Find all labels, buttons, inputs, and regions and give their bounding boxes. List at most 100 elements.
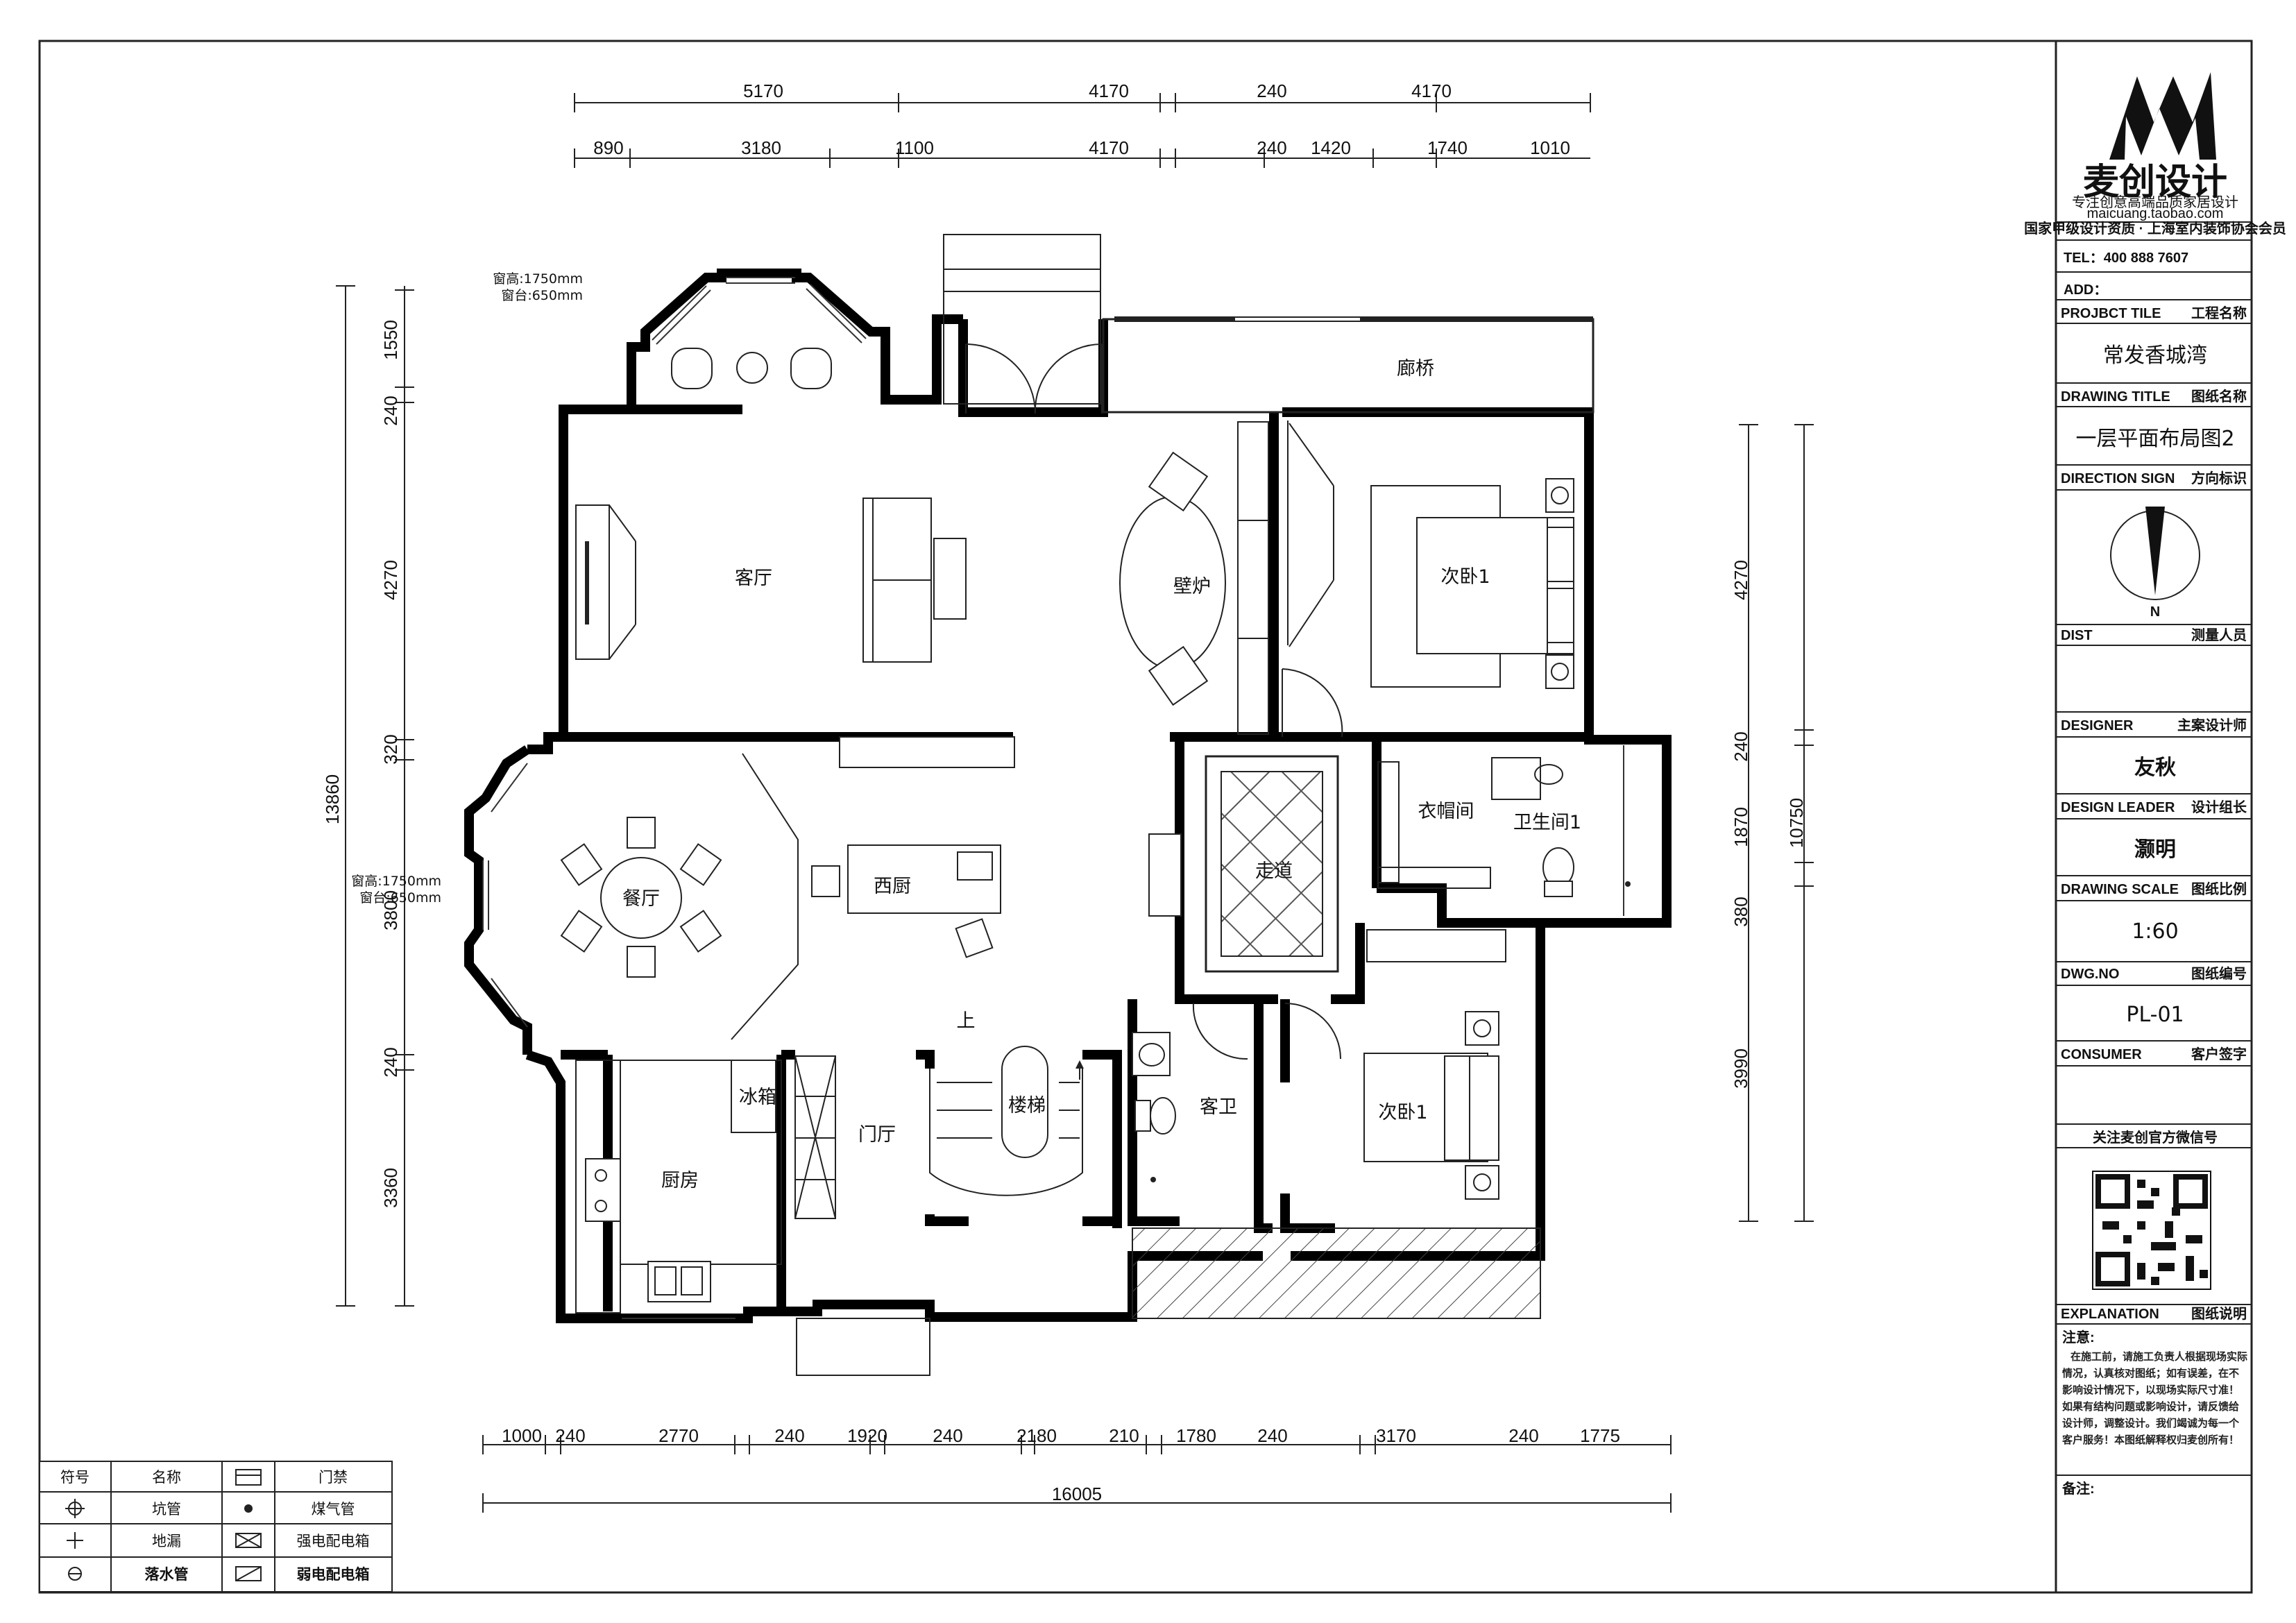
- bedroom1-furniture: [1370, 478, 1574, 689]
- note-window1-sill: 窗台:650mm: [501, 288, 583, 303]
- dim-bottom-total: 16005: [1052, 1484, 1102, 1504]
- qr-code-icon: [2092, 1171, 2211, 1290]
- dim-right-4: 380: [1730, 897, 1751, 926]
- label-fireplace: 壁炉: [1173, 576, 1211, 597]
- dim-top2-2: 3180: [741, 137, 781, 158]
- legend-row1-name2: 煤气管: [312, 1501, 355, 1518]
- dim-bot-12: 240: [1508, 1425, 1538, 1446]
- legend-header-name: 名称: [152, 1469, 181, 1486]
- drawing-title-label: DRAWING TITLE: [2061, 389, 2170, 405]
- dim-left-6: 240: [380, 1047, 401, 1077]
- explanation-label-cn: 图纸说明: [2191, 1305, 2247, 1322]
- dim-left-1: 1550: [380, 320, 401, 360]
- corridor-bridge: [943, 234, 1595, 414]
- symbol-legend: 符号 名称 门禁 坑管 煤气管 地漏 强电配电箱 落水管 弱电配电箱: [39, 1461, 393, 1592]
- leader-value: 灏明: [2134, 838, 2176, 862]
- brand-slogan: 专注创意高端品质家居设计: [2072, 194, 2238, 210]
- designer-label: DESIGNER: [2061, 718, 2134, 733]
- scale-label: DRAWING SCALE: [2061, 882, 2179, 897]
- label-stairs-up: 上: [957, 1010, 976, 1032]
- brand-logo: 麦创设计: [2083, 72, 2227, 203]
- doors: [965, 343, 1343, 1060]
- explanation-label: EXPLANATION: [2061, 1307, 2159, 1322]
- dim-bot-6: 240: [933, 1425, 962, 1446]
- legend-header-symbol: 符号: [60, 1469, 90, 1486]
- dim-left-5: 3800: [380, 890, 401, 931]
- dim-top2-7: 1740: [1427, 137, 1468, 158]
- dim-bot-3: 2770: [658, 1425, 699, 1446]
- kitchen-furniture: [575, 1060, 782, 1314]
- dim-top2-3: 1100: [895, 137, 934, 158]
- label-bedroom2: 次卧1: [1378, 1102, 1427, 1123]
- scale-value: 1:60: [2132, 919, 2178, 944]
- dim-bot-11: 3170: [1376, 1425, 1416, 1446]
- dim-top-2: 4170: [1089, 80, 1129, 101]
- direction-label-cn: 方向标识: [2191, 470, 2247, 486]
- project-label-cn: 工程名称: [2191, 305, 2247, 321]
- dim-bot-4: 240: [774, 1425, 804, 1446]
- brand-site: maicuang.taobao.com: [2087, 206, 2224, 221]
- notes-line-4: 如果有结构问题或影响设计，请反馈给: [2062, 1400, 2239, 1413]
- notes-line-2: 情况，认真核对图纸；如有误差，在不: [2062, 1367, 2239, 1379]
- entry-step: [796, 1318, 930, 1376]
- dist-label-cn: 测量人员: [2191, 627, 2247, 643]
- dim-bot-7: 2180: [1017, 1425, 1057, 1446]
- drawing-title-label-cn: 图纸名称: [2191, 388, 2247, 405]
- north-arrow-icon: N: [2110, 507, 2200, 620]
- dim-left-2: 240: [380, 396, 401, 425]
- legend-row2-name: 地漏: [152, 1533, 181, 1549]
- dim-bot-9: 1780: [1176, 1425, 1216, 1446]
- dim-bot-10: 240: [1257, 1425, 1287, 1446]
- north-label: N: [2150, 604, 2160, 620]
- leader-label-cn: 设计组长: [2191, 799, 2247, 815]
- dim-bot-8: 210: [1109, 1425, 1139, 1446]
- label-corridor-bridge: 廊桥: [1397, 358, 1434, 380]
- project-label: PROJBCT TILE: [2061, 306, 2161, 321]
- note-window1-height: 窗高:1750mm: [493, 271, 583, 287]
- dim-left-total: 13860: [322, 774, 343, 824]
- note-window2-height: 窗高:1750mm: [351, 874, 441, 889]
- wechat-label: 关注麦创官方微信号: [2093, 1129, 2218, 1146]
- label-foyer: 门厅: [858, 1124, 896, 1146]
- notes-line-5: 设计师，调整设计。我们竭诚为每一个: [2062, 1417, 2240, 1429]
- dim-right-1: 4270: [1730, 560, 1751, 600]
- notes-label: 注意:: [2062, 1329, 2095, 1345]
- designer-label-cn: 主案设计师: [2177, 717, 2247, 733]
- label-dining: 餐厅: [622, 888, 660, 910]
- cloakroom-bath-fixtures: [1132, 757, 1631, 1182]
- windows: [482, 277, 1624, 1319]
- title-block: 麦创设计 专注创意高端品质家居设计 maicuang.taobao.com 国家…: [2024, 72, 2286, 1497]
- remarks-label: 备注:: [2061, 1480, 2095, 1497]
- legend-row1-name: 坑管: [152, 1501, 181, 1518]
- dim-right-total: 10750: [1786, 798, 1807, 848]
- dim-bot-13: 1775: [1580, 1425, 1620, 1446]
- dim-left-4: 320: [380, 734, 401, 764]
- dim-top-1: 5170: [743, 80, 783, 101]
- label-living: 客厅: [735, 568, 772, 589]
- foyer-stairs: [794, 1046, 1084, 1219]
- legend-row3-name2: 弱电配电箱: [297, 1566, 370, 1583]
- notes-line-1: 在施工前，请施工负责人根据现场实际: [2070, 1350, 2247, 1363]
- drawing-title-value: 一层平面布局图2: [2075, 427, 2234, 451]
- consumer-label-cn: 客户签字: [2191, 1046, 2247, 1062]
- dim-top2-8: 1010: [1530, 137, 1570, 158]
- dim-top-4: 4170: [1411, 80, 1452, 101]
- living-furniture: [575, 348, 1269, 768]
- dim-left-7: 3360: [380, 1168, 401, 1208]
- dimension-ticks: [336, 93, 1814, 1513]
- dim-right-5: 3990: [1730, 1048, 1751, 1089]
- address-label: ADD：: [2064, 282, 2107, 298]
- hallway-floor: [1205, 755, 1339, 973]
- dim-left-3: 4270: [380, 560, 401, 600]
- dwg-label: DWG.NO: [2061, 967, 2119, 982]
- label-hallway: 走道: [1255, 860, 1293, 882]
- dim-top2-5: 240: [1257, 137, 1286, 158]
- bedroom2-furniture: [1363, 929, 1506, 1200]
- project-value: 常发香城湾: [2103, 343, 2207, 368]
- label-guest-wc: 客卫: [1200, 1096, 1237, 1118]
- label-stairs: 楼梯: [1008, 1095, 1046, 1116]
- notes-line-6: 客户服务！本图纸解释权归麦创所有！: [2061, 1434, 2239, 1446]
- legend-row3-name: 落水管: [145, 1566, 189, 1583]
- dim-top2-4: 4170: [1089, 137, 1129, 158]
- leader-label: DESIGN LEADER: [2061, 800, 2175, 815]
